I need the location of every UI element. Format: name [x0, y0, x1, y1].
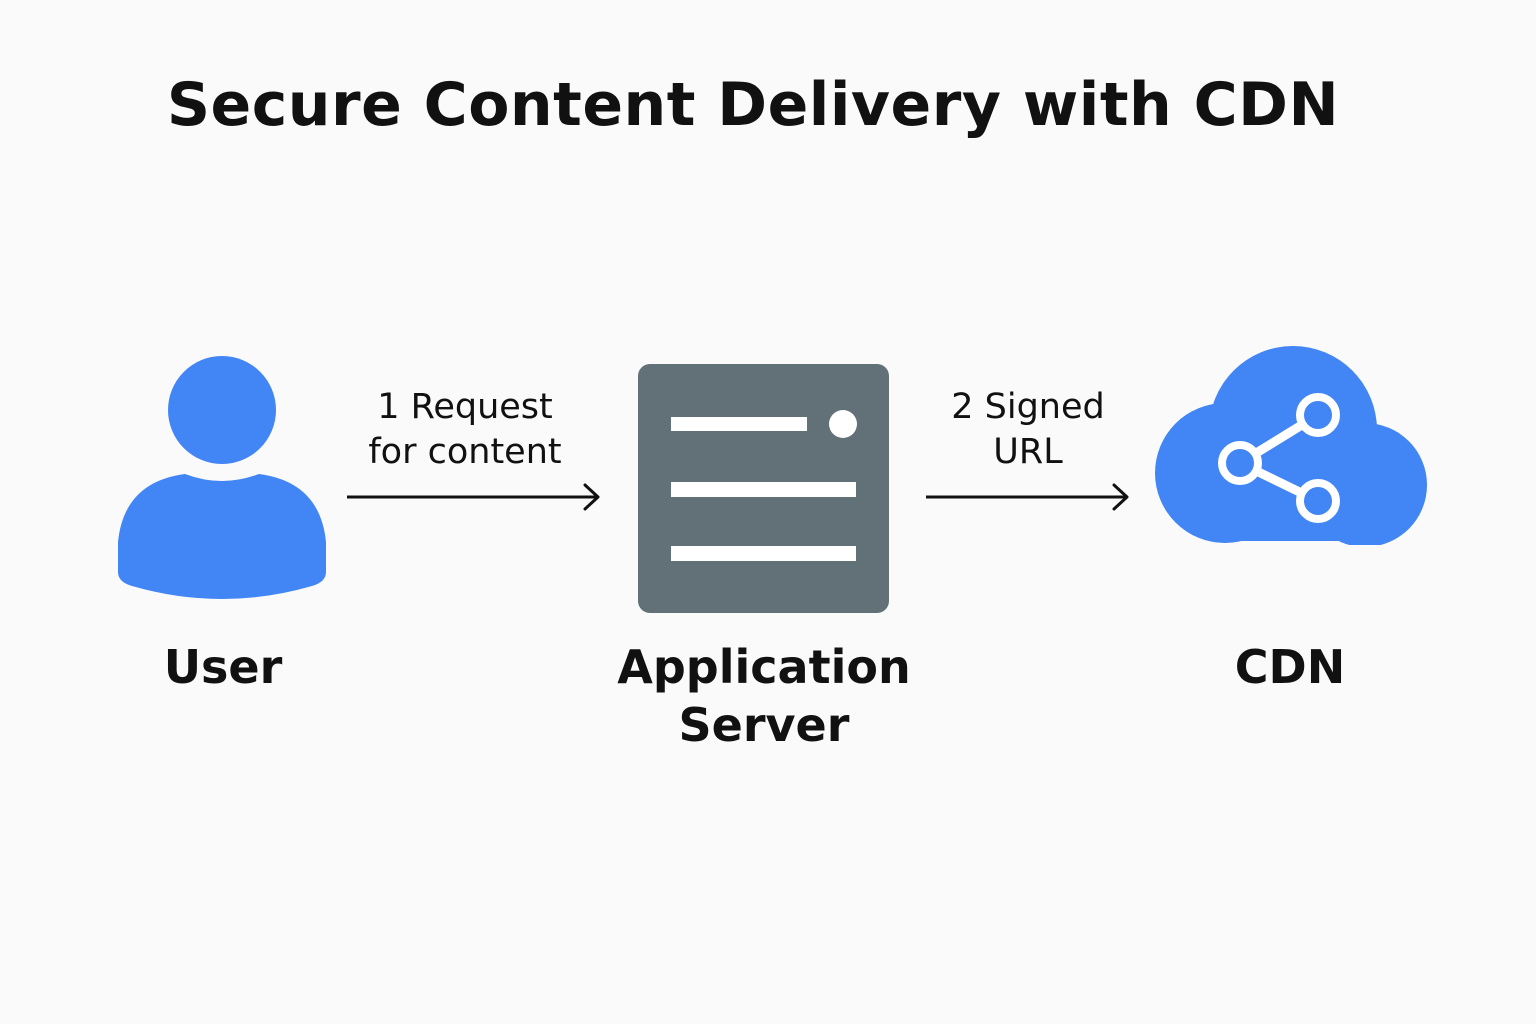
- cloud-share-icon: [1155, 346, 1427, 545]
- user-icon: [118, 356, 326, 599]
- server-icon: [638, 364, 889, 613]
- user-label: User: [163, 640, 283, 694]
- edge-label-request: 1 Request for content: [368, 387, 562, 472]
- diagram-title: Secure Content Delivery with CDN: [166, 70, 1340, 140]
- arrow-server-to-cdn: [926, 483, 1129, 511]
- server-label: Application Server: [617, 640, 911, 752]
- edge-label-signed-url: 2 Signed URL: [951, 387, 1105, 472]
- arrow-user-to-server: [347, 483, 600, 511]
- share-icon: [1218, 393, 1340, 523]
- cdn-label: CDN: [1234, 640, 1346, 694]
